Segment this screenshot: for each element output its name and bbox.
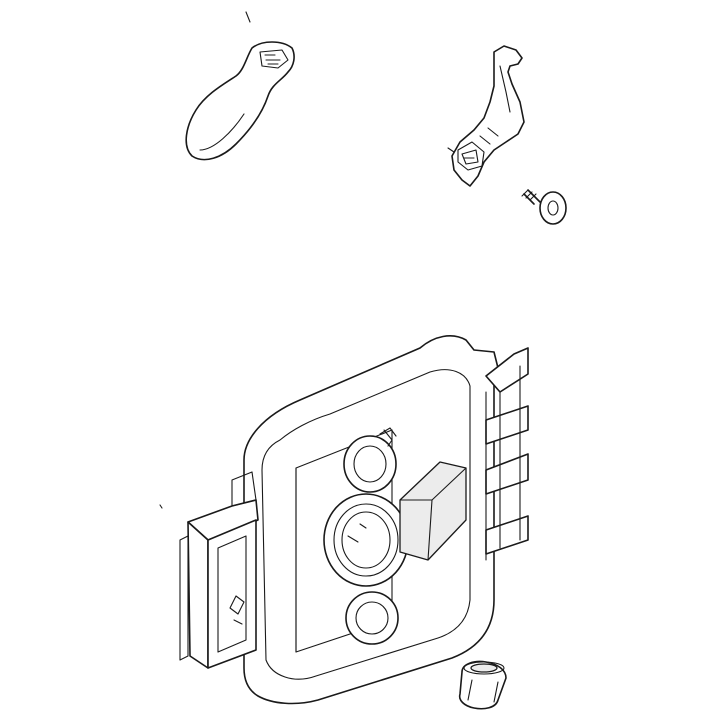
screw-icon (521, 189, 567, 225)
choke-lever-icon (447, 45, 525, 187)
choke-plate-icon (185, 11, 295, 161)
bushing-icon (458, 660, 507, 710)
air-filter-base-icon (159, 335, 529, 705)
